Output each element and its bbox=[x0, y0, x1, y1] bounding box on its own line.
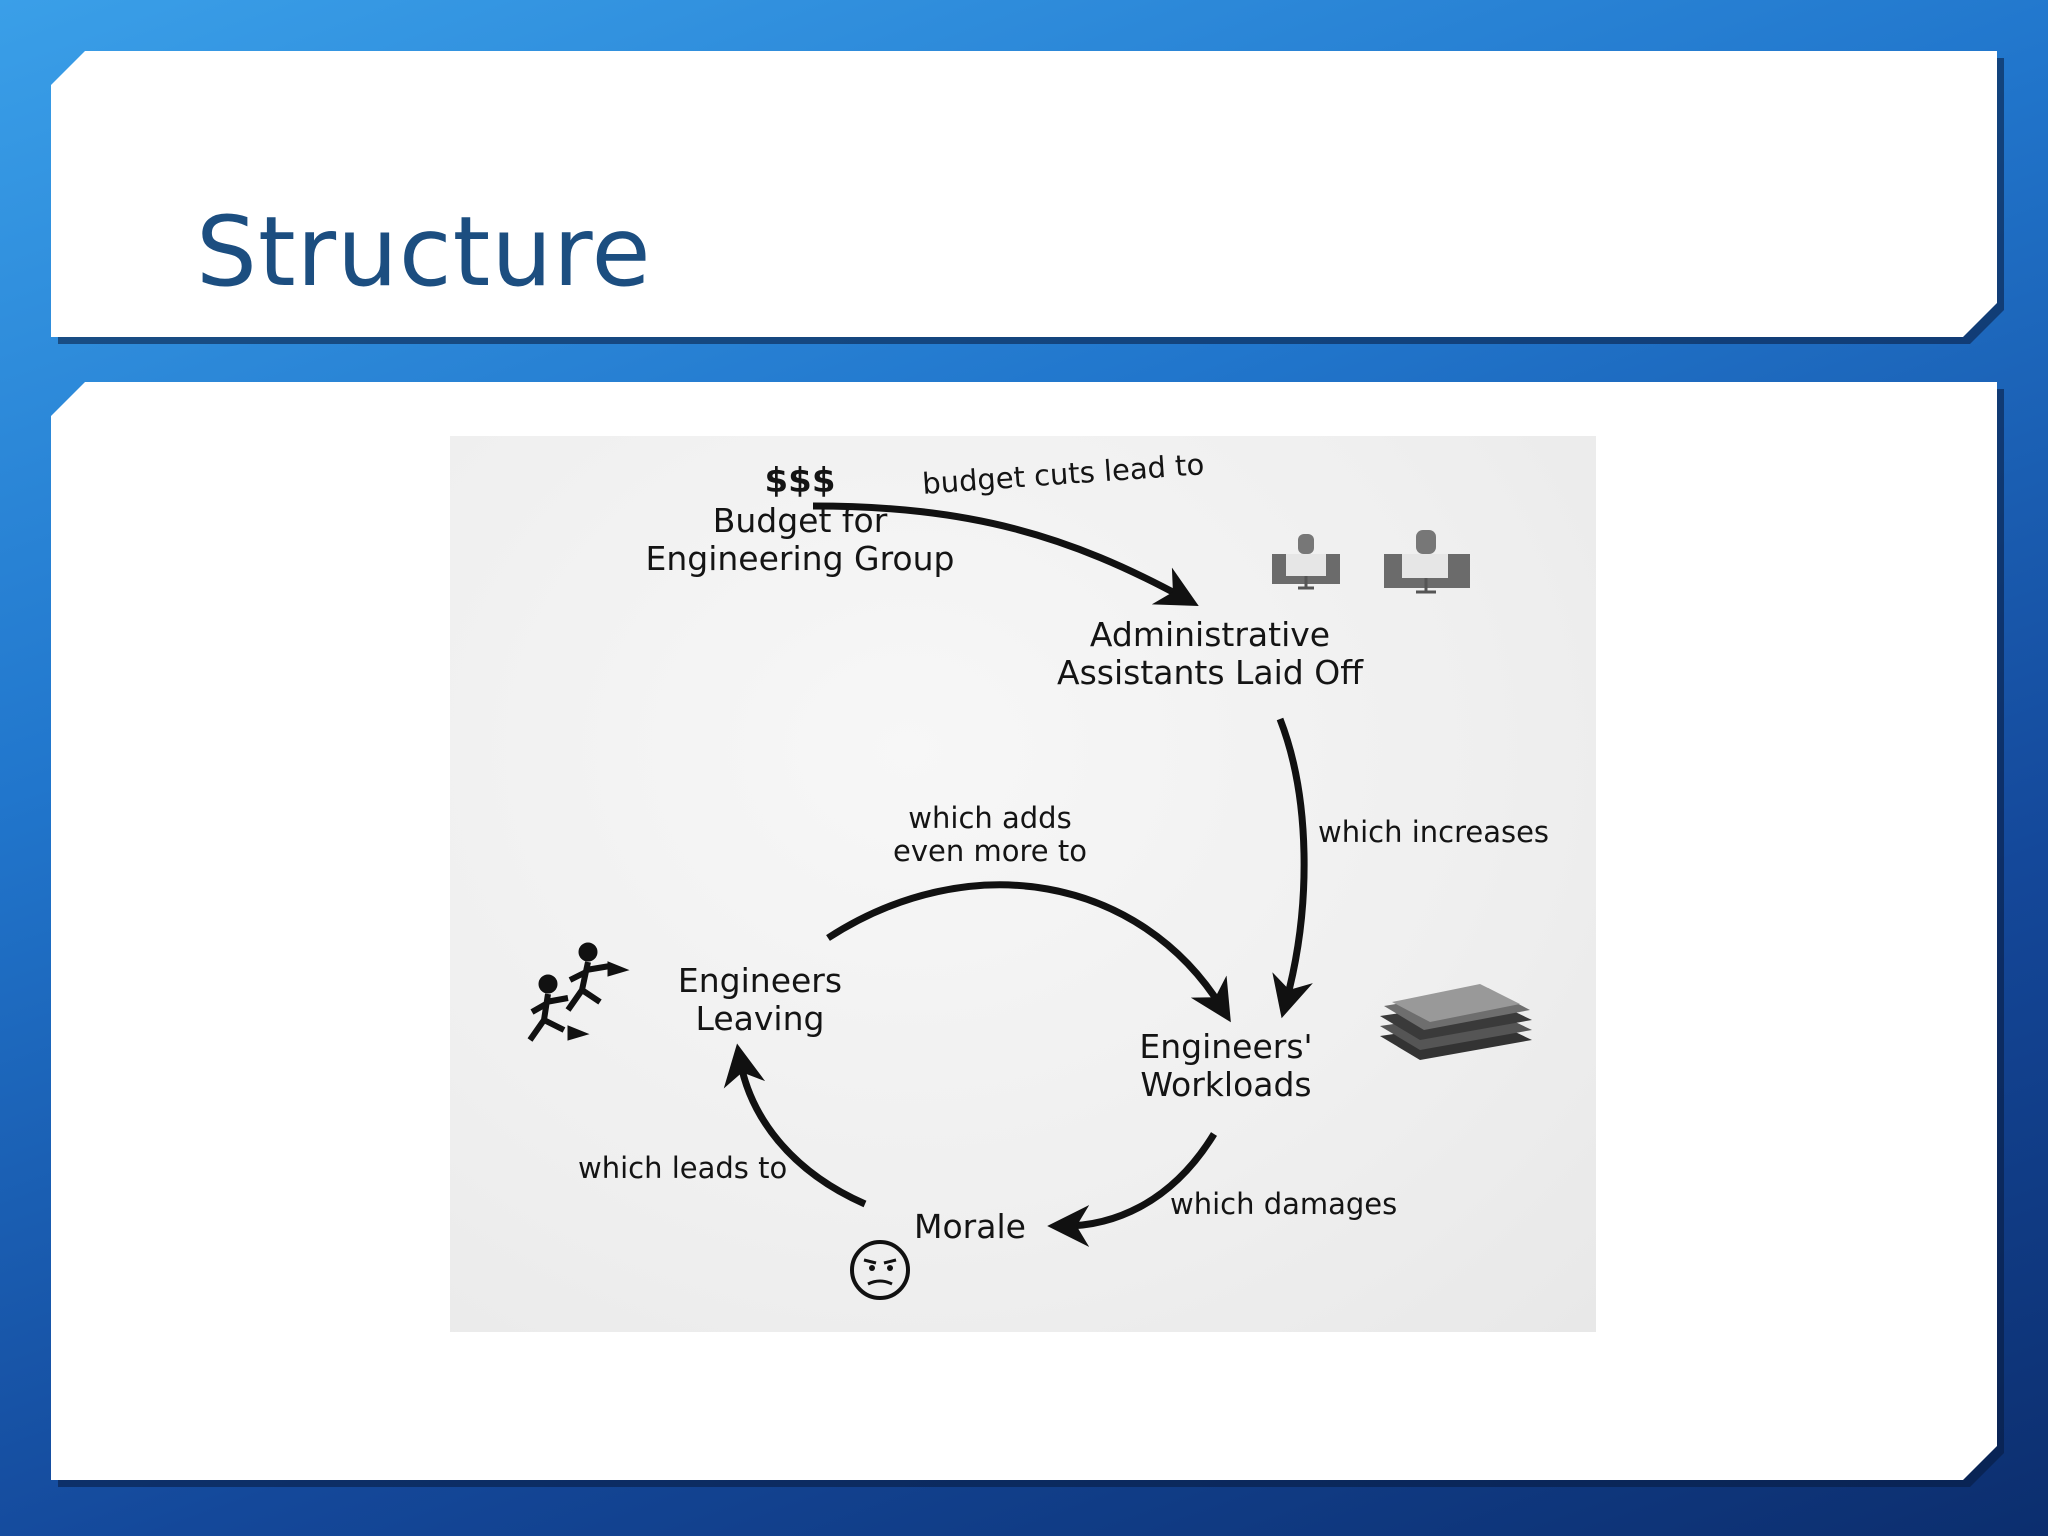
dollar-signs-icon: $$$ bbox=[764, 461, 836, 501]
diagram-graphics bbox=[527, 502, 1532, 1300]
arrow-admin-to-workload bbox=[1272, 717, 1313, 1019]
causal-loop-diagram: $$$ Budget for Engineering Group Adminis… bbox=[450, 436, 1596, 1332]
running-people-icon bbox=[527, 942, 630, 1042]
slide-title: Structure bbox=[196, 196, 652, 308]
arrow-budget-to-admin bbox=[812, 502, 1199, 607]
node-leaving-line2: Leaving bbox=[695, 998, 825, 1038]
node-budget-line2: Engineering Group bbox=[645, 538, 955, 578]
edge-label-damages: which damages bbox=[1170, 1187, 1398, 1221]
node-admin-line1: Administrative bbox=[1089, 615, 1331, 654]
empty-desk-icon bbox=[1272, 534, 1340, 590]
node-admin-line2: Assistants Laid Off bbox=[1057, 652, 1363, 692]
node-workload-line1: Engineers' bbox=[1139, 1027, 1313, 1066]
node-budget-line1: Budget for bbox=[712, 501, 888, 540]
node-workload-line2: Workloads bbox=[1140, 1064, 1312, 1104]
arrow-workload-to-morale bbox=[1047, 1132, 1217, 1247]
paper-stack-icon bbox=[1380, 984, 1532, 1060]
title-panel: Structure bbox=[51, 51, 1997, 337]
sad-face-icon bbox=[850, 1240, 910, 1300]
edge-label-adds-more: which adds even more to bbox=[890, 801, 1090, 869]
node-admin: Administrative Assistants Laid Off bbox=[1010, 616, 1410, 692]
arrow-morale-to-leaving bbox=[723, 1043, 867, 1208]
edge-label-adds-more-line2: even more to bbox=[893, 834, 1087, 869]
arrow-leaving-to-workload bbox=[826, 881, 1231, 1023]
node-leaving: Engineers Leaving bbox=[660, 962, 860, 1038]
node-budget: Budget for Engineering Group bbox=[550, 502, 1050, 578]
node-leaving-line1: Engineers bbox=[677, 961, 843, 1000]
edge-label-leads-to: which leads to bbox=[578, 1151, 788, 1185]
edge-label-increases: which increases bbox=[1318, 815, 1550, 849]
edge-label-adds-more-line1: which adds bbox=[908, 801, 1072, 835]
node-morale: Morale bbox=[914, 1207, 1026, 1246]
node-workload: Engineers' Workloads bbox=[1076, 1028, 1376, 1104]
empty-desk-icon bbox=[1384, 530, 1470, 594]
